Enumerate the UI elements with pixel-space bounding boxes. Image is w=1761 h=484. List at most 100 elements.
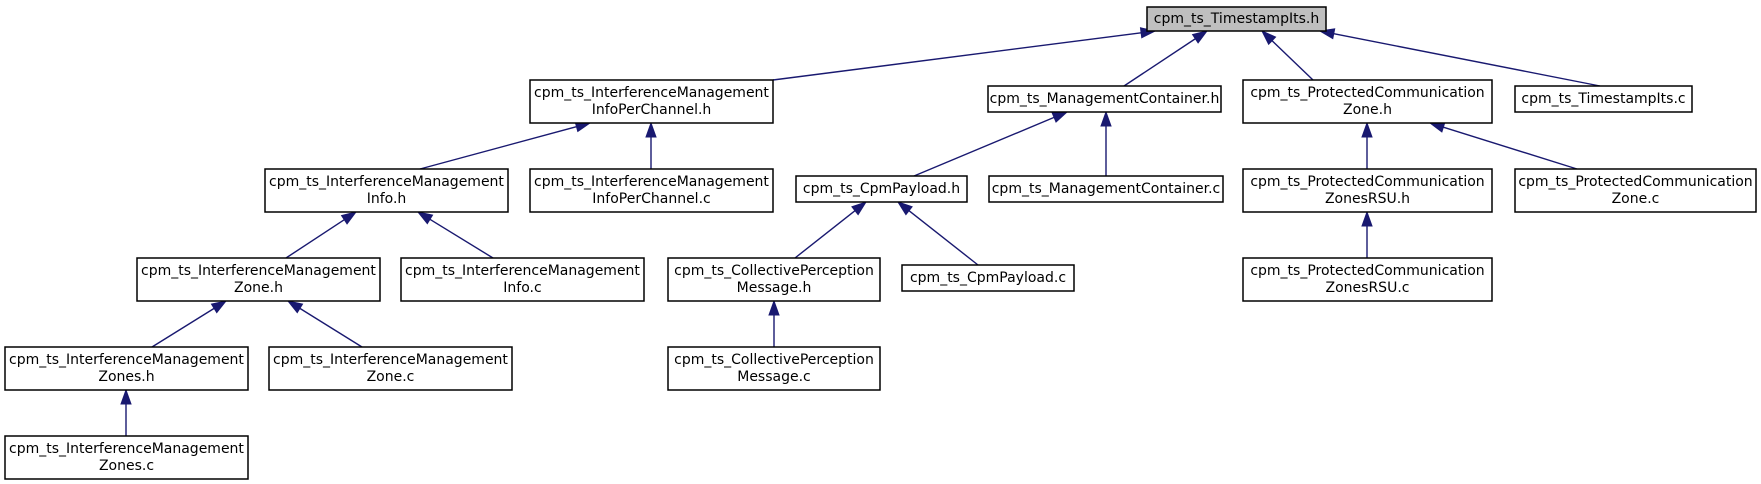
edge-pczr_h-to-pcz_h: [1361, 121, 1373, 169]
node-label-line: Zone.c: [367, 369, 415, 385]
edge-imi_c-to-imi_h: [416, 211, 494, 259]
edge-line: [151, 307, 215, 348]
edge-cp_c-to-cp_h: [896, 201, 979, 266]
node-box: [1242, 79, 1493, 124]
node-label-line: cpm_ts_InterferenceManagement: [405, 263, 640, 279]
edge-arrowhead: [120, 388, 132, 405]
edge-line: [772, 32, 1142, 81]
file-node-impc-h[interactable]: cpm_ts_InterferenceManagementInfoPerChan…: [529, 79, 774, 124]
node-label-line: cpm_ts_InterferenceManagement: [273, 352, 508, 368]
edge-mc_h-to-root: [1123, 30, 1209, 87]
edge-arrowhead: [1260, 29, 1277, 46]
node-label-line: Message.h: [737, 280, 812, 296]
file-node-mc-c[interactable]: cpm_ts_ManagementContainer.c: [988, 175, 1224, 203]
node-box: [901, 264, 1075, 292]
edge-line: [794, 210, 856, 259]
node-label-line: cpm_ts_CollectivePerception: [674, 352, 874, 368]
node-label-line: ZonesRSU.h: [1325, 191, 1410, 207]
edge-imzs_h-to-imz_h: [151, 300, 228, 348]
edge-arrowhead: [416, 211, 434, 225]
node-label-line: cpm_ts_InterferenceManagement: [269, 174, 504, 190]
node-box: [1242, 168, 1493, 213]
node-label-line: Zones.h: [98, 369, 154, 385]
node-box: [1514, 168, 1757, 213]
file-node-cp-c[interactable]: cpm_ts_CpmPayload.c: [901, 264, 1075, 292]
node-box: [987, 85, 1222, 113]
node-label-line: Zone.h: [234, 280, 283, 296]
edge-pcz_c-to-pcz_h: [1428, 121, 1578, 170]
edge-imz_c-to-imz_h: [286, 300, 363, 348]
node-label-line: Message.c: [737, 369, 811, 385]
node-label-line: cpm_ts_ProtectedCommunication: [1250, 174, 1484, 190]
node-label-line: cpm_ts_TimestampIts.h: [1154, 11, 1319, 27]
edge-imi_h-to-impc_h: [419, 121, 592, 170]
edge-arrowhead: [768, 299, 780, 316]
edge-line: [429, 218, 494, 259]
node-box: [4, 435, 249, 480]
edge-cpm_c-to-cpm_h: [768, 299, 780, 347]
file-node-impc-c[interactable]: cpm_ts_InterferenceManagementInfoPerChan…: [529, 168, 774, 213]
edge-arrowhead: [1361, 210, 1373, 227]
edge-line: [285, 219, 345, 259]
edge-imzs_c-to-imzs_h: [120, 388, 132, 436]
edge-pczr_c-to-pczr_h: [1361, 210, 1373, 258]
node-box: [1514, 85, 1693, 113]
node-box: [667, 346, 881, 391]
node-box: [667, 257, 881, 302]
node-label-line: cpm_ts_InterferenceManagement: [9, 352, 244, 368]
node-label-line: Zone.c: [1612, 191, 1660, 207]
node-label-line: cpm_ts_CollectivePerception: [674, 263, 874, 279]
file-node-cp-h[interactable]: cpm_ts_CpmPayload.h: [795, 175, 968, 203]
edge-arrowhead: [1191, 30, 1209, 44]
node-label-line: cpm_ts_ManagementContainer.c: [992, 181, 1221, 197]
node-box: [988, 175, 1224, 203]
edge-arrowhead: [1361, 121, 1373, 138]
edge-arrowhead: [896, 201, 913, 216]
node-label-line: cpm_ts_TimestampIts.c: [1521, 91, 1685, 107]
edge-arrowhead: [340, 211, 358, 225]
node-box: [268, 346, 513, 391]
edge-impc_c-to-impc_h: [645, 121, 657, 169]
node-label-line: cpm_ts_ManagementContainer.h: [990, 91, 1220, 107]
node-label-line: cpm_ts_InterferenceManagement: [141, 263, 376, 279]
node-label-line: ZonesRSU.c: [1326, 280, 1410, 296]
node-box: [795, 175, 968, 203]
node-label-line: cpm_ts_InterferenceManagement: [534, 85, 769, 101]
edge-line: [299, 307, 363, 348]
node-label-line: Info.h: [367, 191, 407, 207]
node-label-line: cpm_ts_InterferenceManagement: [534, 174, 769, 190]
file-node-root[interactable]: cpm_ts_TimestampIts.h: [1146, 6, 1327, 32]
node-label-line: cpm_ts_ProtectedCommunication: [1250, 263, 1484, 279]
edge-imz_h-to-imi_h: [285, 211, 358, 259]
node-label-line: cpm_ts_CpmPayload.h: [803, 181, 960, 197]
node-box: [529, 168, 774, 213]
edge-arrowhead: [645, 121, 657, 138]
edge-cp_h-to-mc_h: [913, 111, 1069, 177]
file-node-mc-h[interactable]: cpm_ts_ManagementContainer.h: [987, 85, 1222, 113]
node-label-line: Zone.h: [1343, 102, 1392, 118]
edge-line: [1123, 38, 1196, 87]
node-box: [400, 257, 645, 302]
node-label-line: cpm_ts_CpmPayload.c: [910, 270, 1066, 286]
node-box: [4, 346, 249, 391]
file-node-ts-c[interactable]: cpm_ts_TimestampIts.c: [1514, 85, 1693, 113]
node-box: [1146, 6, 1327, 32]
node-box: [136, 257, 381, 302]
edge-line: [1443, 126, 1578, 170]
edge-arrowhead: [286, 300, 304, 314]
edge-pcz_h-to-root: [1260, 29, 1314, 81]
edge-line: [908, 210, 979, 266]
